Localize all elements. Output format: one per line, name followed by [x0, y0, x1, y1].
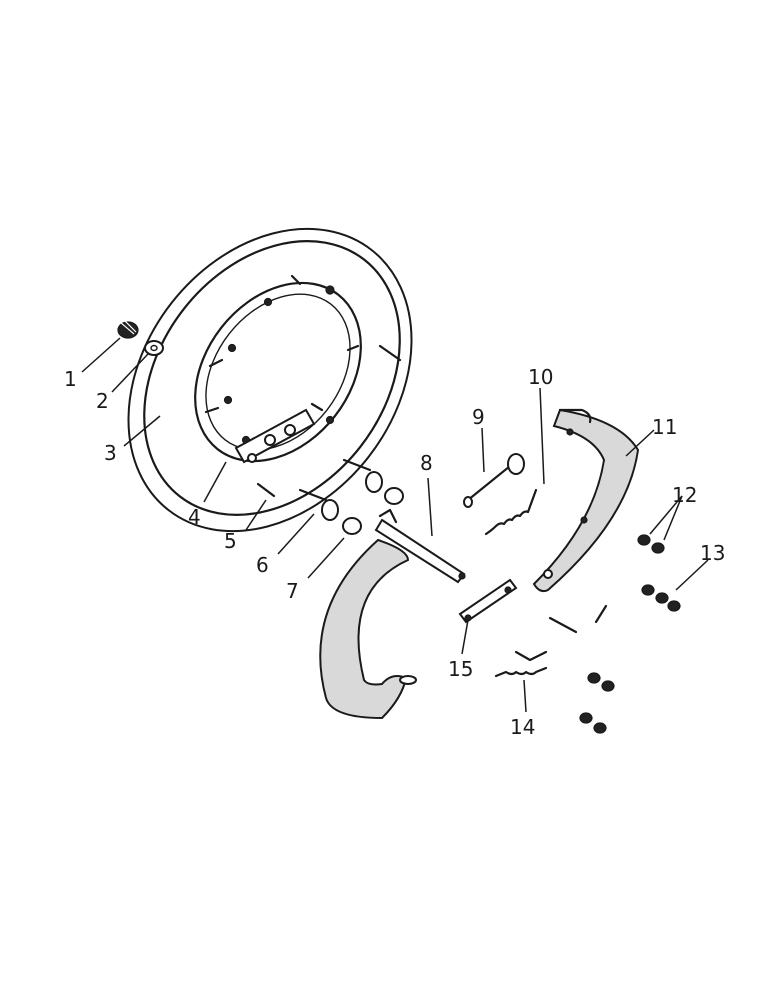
- leader-lines: [81, 337, 709, 713]
- part-8-lever: [374, 508, 466, 584]
- lower-springs: [548, 604, 615, 734]
- part-1-spring: [117, 319, 139, 339]
- part-15-link: [458, 578, 518, 624]
- backing-plate: [127, 227, 413, 533]
- callout-13: 13: [700, 541, 725, 565]
- callout-4: 4: [188, 505, 201, 529]
- callout-8: 8: [420, 451, 433, 475]
- part-14-springs: [494, 650, 548, 678]
- left-brake-shoe: [319, 538, 417, 720]
- part-12-springs: [637, 534, 665, 554]
- part-5-pin: [256, 482, 276, 498]
- callout-6: 6: [256, 553, 269, 577]
- callout-11: 11: [652, 415, 677, 439]
- callout-7: 7: [286, 579, 299, 603]
- callout-12: 12: [672, 483, 697, 507]
- callout-9: 9: [472, 405, 485, 429]
- part-7-nuts: [342, 487, 404, 535]
- callout-14: 14: [510, 715, 535, 739]
- part-11-shoe: [532, 408, 640, 593]
- callout-2: 2: [96, 389, 109, 413]
- callout-1: 1: [64, 367, 77, 391]
- part-2-washer: [144, 340, 164, 356]
- part-9-adjuster: [463, 453, 525, 508]
- callout-3: 3: [104, 441, 117, 465]
- callout-10: 10: [528, 365, 553, 389]
- part-13-springs: [641, 584, 681, 612]
- part-6-bolts: [298, 458, 383, 521]
- callout-5: 5: [224, 529, 237, 553]
- part-10-spring: [484, 488, 538, 536]
- callout-labels: 1 2 3 4 5 6 7 8 9 10 11 12 13 14 15: [64, 365, 725, 739]
- callout-15: 15: [448, 657, 473, 681]
